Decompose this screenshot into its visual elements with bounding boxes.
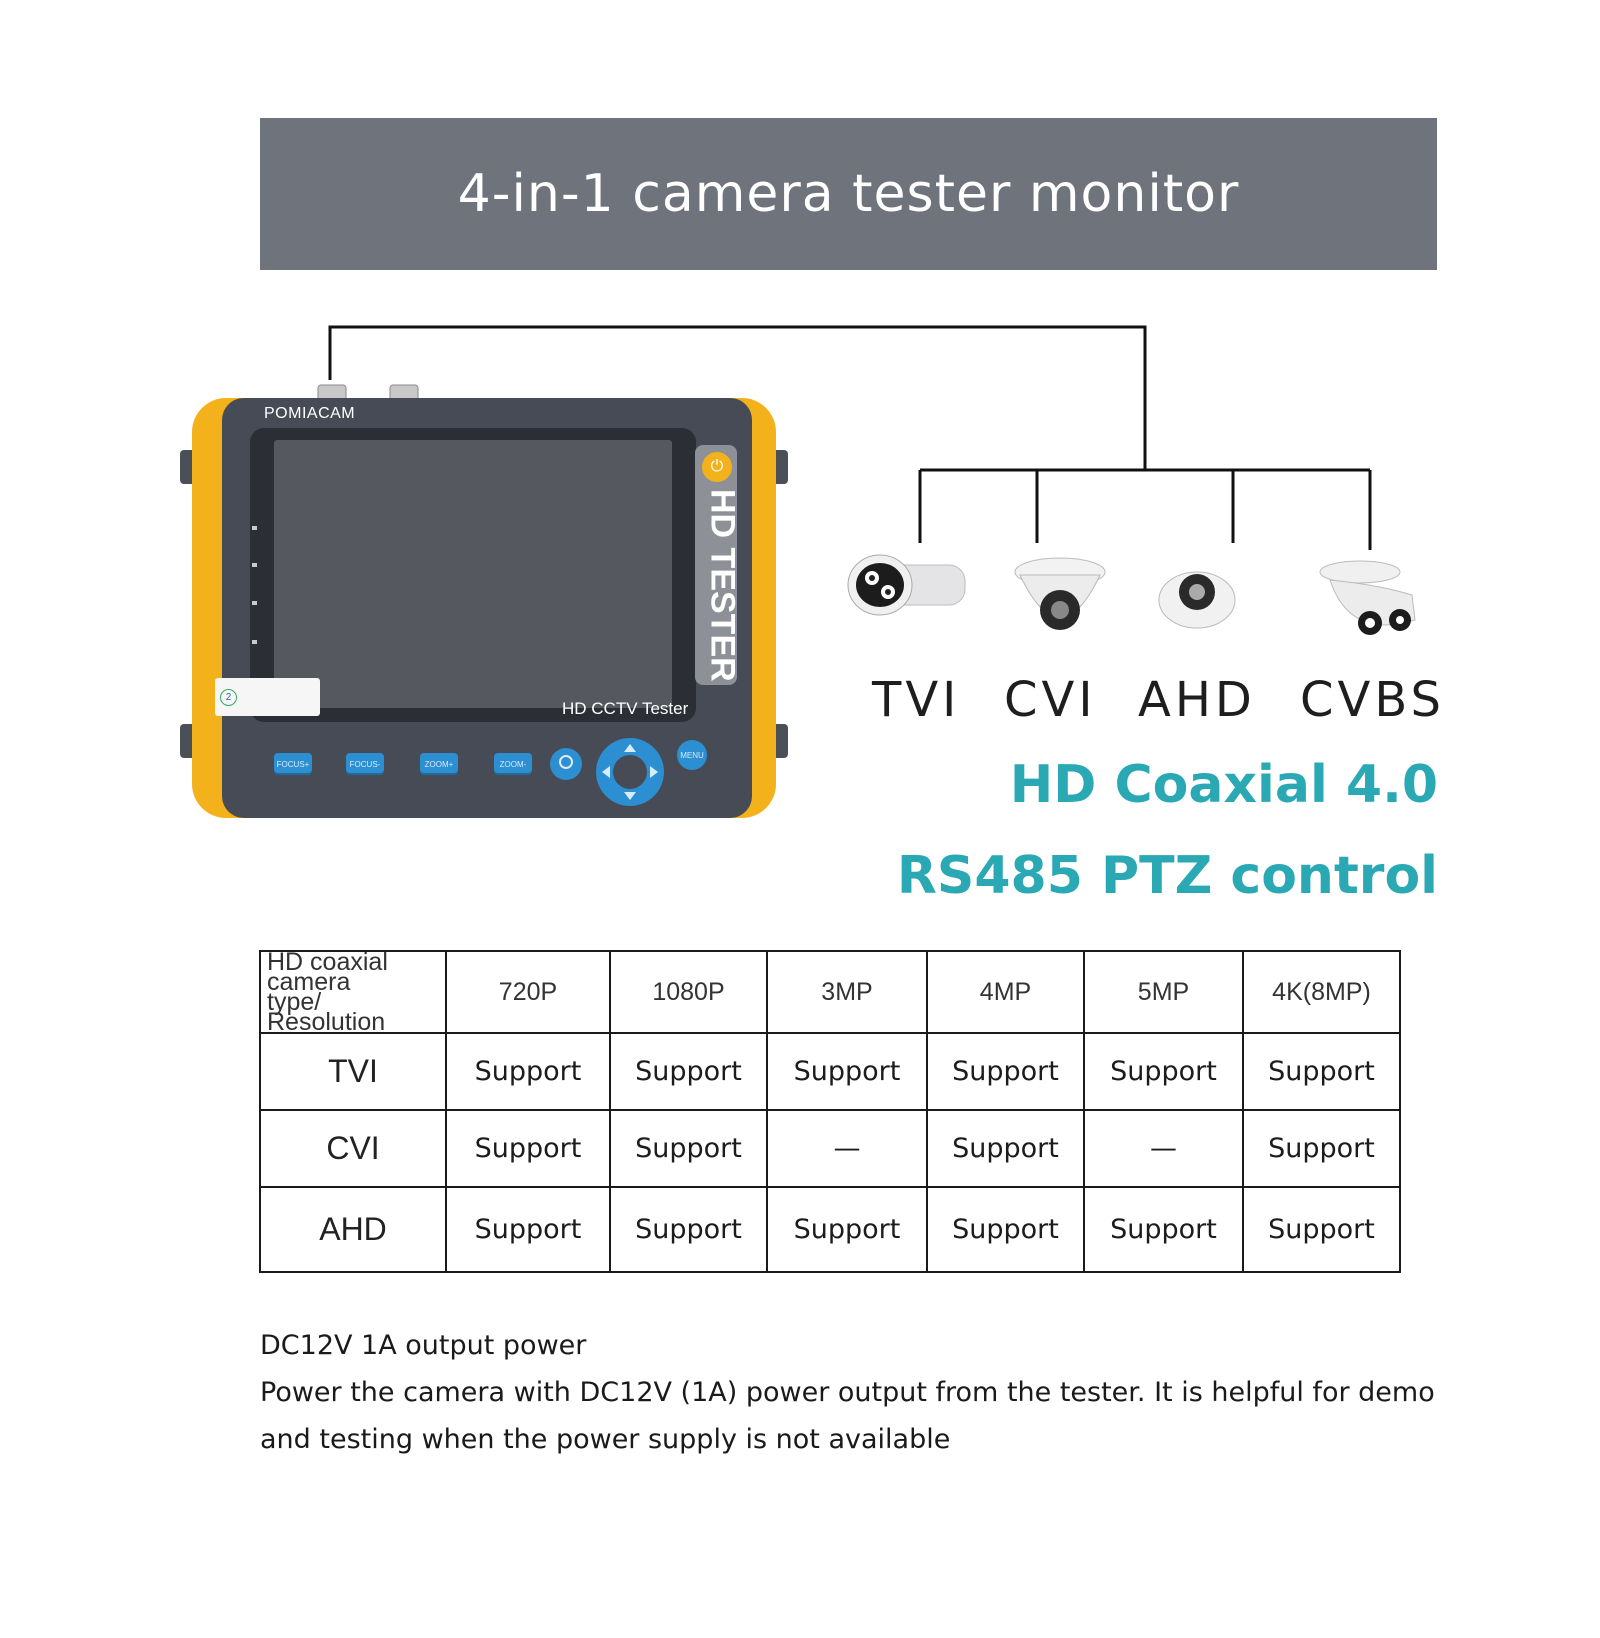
corner-line-2: type/ Resolution [267, 988, 386, 1036]
sticker-number-icon: 2 [220, 689, 237, 706]
col-header: 720P [445, 950, 611, 1034]
table-row: CVI Support Support — Support — Support [259, 1109, 1401, 1188]
col-header: 4MP [926, 950, 1085, 1034]
table-cell: Support [926, 1109, 1085, 1188]
col-header: 1080P [609, 950, 768, 1034]
table-cell: Support [1083, 1186, 1244, 1273]
table-cell: Support [609, 1109, 768, 1188]
col-header: 5MP [1083, 950, 1244, 1034]
power-note: DC12V 1A output power Power the camera w… [260, 1322, 1440, 1463]
connection-lines [328, 325, 1372, 550]
table-cell: — [1083, 1109, 1244, 1188]
table-header-row: HD coaxial camera type/ Resolution 720P … [259, 948, 1401, 1036]
mini-dome-camera-icon [1158, 571, 1236, 629]
device-side-label: HD TESTER [703, 488, 742, 682]
table-corner-cell: HD coaxial camera type/ Resolution [259, 948, 447, 1036]
banner-title: 4-in-1 camera tester monitor [457, 164, 1240, 224]
table-cell: Support [609, 1032, 768, 1111]
table-cell: Support [445, 1186, 611, 1273]
table-cell: Support [1242, 1186, 1401, 1273]
device-brand-label: POMIACAM [264, 405, 356, 422]
camera-label-cvi: CVI [1004, 672, 1097, 728]
table-cell: Support [609, 1186, 768, 1273]
table-row: TVI Support Support Support Support Supp… [259, 1032, 1401, 1111]
table-cell: Support [1242, 1032, 1401, 1111]
header-banner: 4-in-1 camera tester monitor [260, 118, 1437, 270]
menu-button: MENU [677, 740, 707, 770]
power-icon: ⏻ [702, 452, 732, 482]
camera-label-cvbs: CVBS [1300, 672, 1445, 728]
note-title: DC12V 1A output power [260, 1330, 587, 1361]
corner-line-1: HD coaxial camera [267, 948, 388, 996]
zoom-minus-button: ZOOM- [494, 753, 532, 775]
zoom-plus-button: ZOOM+ [420, 753, 458, 775]
camera-label-ahd: AHD [1138, 672, 1256, 728]
table-cell: Support [445, 1109, 611, 1188]
device-screen-label: HD CCTV Tester [562, 699, 689, 718]
focus-minus-button: FOCUS- [346, 753, 384, 775]
row-header: AHD [259, 1186, 447, 1273]
turret-camera-icon [1319, 560, 1416, 635]
table-cell: Support [766, 1186, 928, 1273]
col-header: 3MP [766, 950, 928, 1034]
table-cell: Support [926, 1186, 1085, 1273]
device-sticker: 2 [215, 678, 320, 716]
table-cell: — [766, 1109, 928, 1188]
table-cell: Support [1083, 1032, 1244, 1111]
row-header: CVI [259, 1109, 447, 1188]
table-cell: Support [766, 1032, 928, 1111]
table-cell: Support [445, 1032, 611, 1111]
feature-rs485: RS485 PTZ control [896, 846, 1438, 906]
note-body: Power the camera with DC12V (1A) power o… [260, 1377, 1435, 1455]
feature-hd-coaxial: HD Coaxial 4.0 [1009, 755, 1438, 815]
tester-device-icon [180, 384, 788, 818]
bullet-camera-icon [847, 554, 966, 616]
table-cell: Support [1242, 1109, 1401, 1188]
focus-plus-button: FOCUS+ [274, 753, 312, 775]
table-cell: Support [926, 1032, 1085, 1111]
support-table: HD coaxial camera type/ Resolution 720P … [259, 950, 1401, 1273]
row-header: TVI [259, 1032, 447, 1111]
camera-label-tvi: TVI [872, 672, 961, 728]
dome-camera-icon [1014, 557, 1106, 630]
table-row: AHD Support Support Support Support Supp… [259, 1186, 1401, 1273]
col-header: 4K(8MP) [1242, 950, 1401, 1034]
